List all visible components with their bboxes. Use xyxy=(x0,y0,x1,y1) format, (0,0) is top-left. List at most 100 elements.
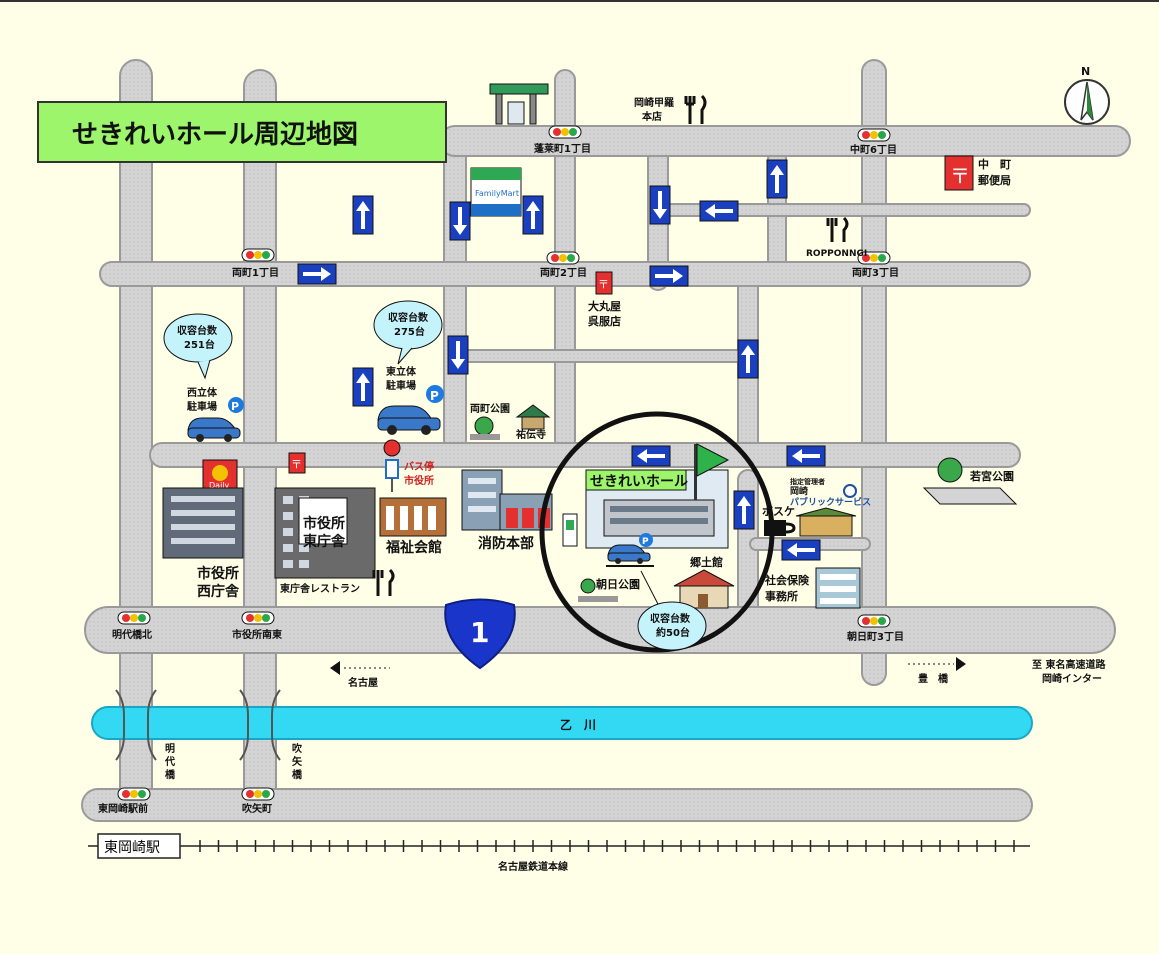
bridge-label-fukiya: 吹矢橋 xyxy=(292,742,303,781)
park-tree-icon xyxy=(470,416,500,440)
arrow-up-icon xyxy=(352,195,374,235)
traffic-signal-icon xyxy=(857,614,891,628)
arrow-down-icon xyxy=(447,335,469,375)
compass-north-label: N xyxy=(1081,65,1090,78)
one-way-arrows xyxy=(297,159,826,561)
familymart-icon: FamilyMart xyxy=(470,167,522,217)
road-route1 xyxy=(84,606,1116,654)
tomei-line1: 至 東名高速道路 xyxy=(1032,658,1106,671)
city-hall-east-building-icon xyxy=(274,487,376,579)
intersection-ryomachi2: 両町2丁目 xyxy=(540,267,587,279)
traffic-signal-icon xyxy=(241,248,275,262)
bosuke-label: ボスケ xyxy=(762,504,795,518)
intersection-fukiyacho: 吹矢町 xyxy=(242,802,272,815)
kyodokan-house-icon xyxy=(673,569,735,609)
arrow-up-icon xyxy=(352,367,374,407)
sekirei-capacity-callout: 収容台数 約50台 xyxy=(637,570,707,651)
west-parking-line2: 駐車場 xyxy=(187,400,217,413)
fire-hq-label: 消防本部 xyxy=(478,535,534,552)
wakamiya-park-label: 若宮公園 xyxy=(970,469,1014,483)
traffic-signal-icon xyxy=(117,611,151,625)
traffic-signal-icon xyxy=(548,125,582,139)
intersection-shiyakushominamihigashi: 市役所南東 xyxy=(232,628,282,641)
traffic-signal-icon xyxy=(241,787,275,801)
road-vertical-3 xyxy=(443,139,467,451)
arrow-left-icon xyxy=(781,539,821,561)
toyohashi-label: 豊 橋 xyxy=(918,672,949,685)
coffee-cup-icon xyxy=(764,520,796,536)
bridge-label-myodai: 明代橋 xyxy=(164,743,176,781)
roppongi-label: ROPPONNGI xyxy=(806,249,867,259)
arrow-up-icon xyxy=(733,490,755,530)
compass-icon: N xyxy=(1064,65,1110,125)
route-number: 1 xyxy=(470,616,489,649)
arrow-down-icon xyxy=(649,185,671,225)
gas-station-icon xyxy=(489,83,549,125)
intersection-ryomachi3: 両町3丁目 xyxy=(852,267,899,279)
mailbox-icon: 〒 xyxy=(288,452,306,474)
traffic-signal-icon xyxy=(241,611,275,625)
traffic-signal-icon xyxy=(857,251,891,265)
road-horizontal-small xyxy=(455,349,747,363)
ryomachi-park-label: 両町公園 xyxy=(470,403,510,415)
svg-text:P: P xyxy=(231,400,239,413)
car-icon xyxy=(187,417,241,442)
road-horizontal-bottom xyxy=(81,788,1033,822)
svg-text:代: 代 xyxy=(164,755,175,768)
svg-text:矢: 矢 xyxy=(292,755,303,768)
arrow-up-icon xyxy=(522,195,544,235)
social-insurance-line2: 事務所 xyxy=(765,589,798,603)
arrow-left-icon xyxy=(631,445,671,467)
station-label: 東岡崎駅 xyxy=(104,840,160,856)
parking-icon: P xyxy=(426,385,444,403)
bus-stop-line2: 市役所 xyxy=(404,474,434,487)
intersection-labels: 蓬莱町1丁目 中町6丁目 両町1丁目 両町2丁目 両町3丁目 明代橋北 市役所南… xyxy=(98,142,904,815)
west-parking-capacity-callout: 収容台数 251台 xyxy=(163,313,233,380)
traffic-signal-icon xyxy=(857,128,891,142)
daimaruya-line2: 呉服店 xyxy=(588,314,621,328)
svg-text:〒: 〒 xyxy=(598,278,609,291)
bus-stop-line1: バス停 xyxy=(404,460,434,473)
sekirei-hall-building-icon xyxy=(585,469,729,549)
svg-text:明: 明 xyxy=(165,743,175,755)
public-service-logo-icon xyxy=(843,484,857,498)
bridge-myodai xyxy=(115,689,281,761)
arrow-up-icon xyxy=(737,339,759,379)
east-parking-line2: 駐車場 xyxy=(386,379,416,392)
park-tree-icon xyxy=(578,578,618,602)
city-hall-west-building-icon xyxy=(162,487,244,559)
city-hall-east-line1: 市役所 xyxy=(303,515,345,532)
traffic-signals xyxy=(117,125,891,801)
arrow-left-icon xyxy=(699,200,739,222)
familymart-label: FamilyMart xyxy=(475,189,519,198)
nagoya-label: 名古屋 xyxy=(348,676,378,689)
mailbox-icon: 〒 xyxy=(595,271,613,295)
title-box xyxy=(37,101,447,163)
arrow-right-icon xyxy=(649,265,689,287)
car-icon xyxy=(377,405,441,435)
welfare-hall-building-icon xyxy=(379,497,447,537)
sekirei-hall-label: せきれいホール xyxy=(590,474,688,490)
page-title: せきれいホール周辺地図 xyxy=(72,120,358,150)
post-office-line1: 中 町 xyxy=(978,157,1011,171)
intersection-asahimachi3: 朝日町3丁目 xyxy=(847,630,904,643)
intersection-horaicho1: 蓬莱町1丁目 xyxy=(534,142,591,155)
sekirei-cap-line2: 約50台 xyxy=(656,626,690,639)
temple-icon xyxy=(515,404,551,430)
tomei-line2: 岡崎インター xyxy=(1042,672,1102,685)
fork-knife-icon xyxy=(684,94,707,124)
daily-label: Daily xyxy=(209,481,230,490)
kora-label-line2: 本店 xyxy=(642,110,662,123)
svg-text:橋: 橋 xyxy=(292,768,303,781)
yudenji-label: 祐伝寺 xyxy=(516,428,546,441)
post-office-line2: 郵便局 xyxy=(978,173,1011,187)
west-parking-cap-line1: 収容台数 xyxy=(177,324,218,337)
route-1-shield-icon: 1 xyxy=(444,598,516,670)
public-service-line0: 指定管理者 xyxy=(790,477,825,486)
direction-arrow-west-icon xyxy=(330,661,390,675)
railway-line xyxy=(88,840,1030,852)
intersection-nakacho6: 中町6丁目 xyxy=(850,143,897,156)
river-label: 乙 川 xyxy=(560,718,596,732)
east-parking-cap-line2: 275台 xyxy=(394,325,425,338)
city-hall-west-line2: 西庁舎 xyxy=(197,583,240,600)
